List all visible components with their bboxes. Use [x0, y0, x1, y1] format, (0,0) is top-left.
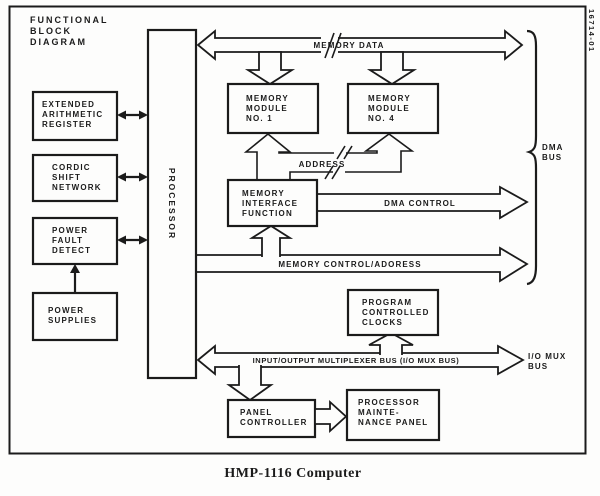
memory-data-branch-arrow-module4	[366, 51, 418, 86]
block-label-line: DETECT	[52, 246, 91, 255]
processor-box	[146, 28, 198, 380]
bus-break-slash	[331, 165, 341, 180]
dma-control-bus: DMA CONTROL	[316, 185, 529, 220]
power-supplies-block: POWER SUPPLIES	[31, 291, 119, 342]
cordic-processor-connector	[117, 172, 148, 182]
cordic-shift-network-block: CORDIC SHIFT NETWORK	[31, 153, 119, 203]
io-mux-bus-label-group: I/O MUX BUS	[528, 352, 566, 371]
panel-controller-block: PANEL CONTROLLER	[226, 398, 317, 439]
address-path-left	[243, 132, 334, 180]
bus-break-slash	[324, 165, 334, 180]
io-mux-branch-arrow-panel	[226, 365, 274, 402]
io-mux-bus-label-line: I/O MUX	[528, 352, 566, 361]
memory-data-label: MEMORY DATA	[314, 41, 385, 50]
block-label-line: PROCESSOR	[358, 398, 420, 407]
memory-control-address-bus: MEMORY CONTROL/ADORESS	[195, 224, 529, 283]
dma-bus-label-line: DMA	[542, 143, 564, 152]
block-label-line: REGISTER	[42, 120, 93, 129]
block-label-line: EXTENDED	[42, 100, 95, 109]
program-controlled-clocks-block: PROGRAM CONTROLLED CLOCKS	[346, 288, 440, 337]
dma-bus-label-line: BUS	[542, 153, 562, 162]
figure-number: 16714-01	[587, 9, 596, 53]
cordic-shift-network-box	[31, 153, 119, 203]
block-label-line: PANEL	[240, 408, 273, 417]
block-label-line: CLOCKS	[362, 318, 403, 327]
block-label-line: MAINTE-	[358, 408, 400, 417]
processor-maintenance-panel-block: PROCESSOR MAINTE- NANCE PANEL	[345, 388, 441, 442]
dma-bus-brace	[525, 29, 538, 286]
bus-break-slash	[324, 32, 335, 59]
figure-caption: HMP-1116 Computer	[224, 466, 361, 481]
ear-processor-connector	[117, 110, 148, 120]
panel-controller-box	[226, 398, 317, 439]
block-label-line: MEMORY	[246, 94, 289, 103]
block-label-line: NO. 4	[368, 114, 395, 123]
memory-control-address-label: MEMORY CONTROL/ADORESS	[278, 260, 421, 269]
power-supplies-to-pfd-connector	[70, 264, 80, 292]
io-mux-bus-label-line: BUS	[528, 362, 548, 371]
processor-block: PROCESSOR	[146, 28, 198, 380]
memory-control-branch-arrow-up	[248, 224, 294, 257]
dma-control-label: DMA CONTROL	[384, 199, 456, 208]
block-label-line: MEMORY	[368, 94, 411, 103]
block-label-line: MEMORY	[242, 189, 285, 198]
memory-data-branch-arrow-module1	[244, 51, 296, 86]
diagram-border	[8, 5, 587, 455]
address-bus: ADDRESS	[243, 132, 415, 180]
title-line: FUNCTIONAL	[30, 15, 109, 25]
block-label-line: POWER	[52, 226, 88, 235]
block-label-line: NANCE PANEL	[358, 418, 428, 427]
block-label-line: PROGRAM	[362, 298, 412, 307]
bus-break-slash	[336, 145, 346, 160]
title-block: FUNCTIONAL BLOCK DIAGRAM	[30, 15, 109, 47]
power-fault-detect-block: POWER FAULT DETECT	[31, 216, 119, 266]
block-label-line: INTERFACE	[242, 199, 298, 208]
block-label-line: CONTROLLER	[240, 418, 308, 427]
block-label-line: POWER	[48, 306, 84, 315]
pfd-processor-connector	[117, 235, 148, 245]
power-supplies-box	[31, 291, 119, 342]
address-path-lower	[289, 171, 333, 180]
title-line: BLOCK	[30, 26, 72, 36]
memory-data-bus: MEMORY DATA	[196, 29, 524, 61]
block-label-line: CORDIC	[52, 163, 91, 172]
bus-break-slash	[331, 32, 342, 59]
dma-control-arrow	[316, 185, 529, 220]
program-controlled-clocks-box	[346, 288, 440, 337]
title-line: DIAGRAM	[30, 37, 87, 47]
block-label-line: NO. 1	[246, 114, 273, 123]
address-label: ADDRESS	[299, 160, 346, 169]
bus-break-slash	[343, 145, 353, 160]
block-label-line: MODULE	[246, 104, 288, 113]
block-label-line: SUPPLIES	[48, 316, 97, 325]
block-label-line: FUNCTION	[242, 209, 293, 218]
io-mux-branch-arrow-clocks	[368, 331, 414, 355]
block-label-line: NETWORK	[52, 183, 102, 192]
panel-to-maintenance-arrow	[314, 399, 348, 434]
dma-bus-brace-group: DMA BUS	[525, 29, 564, 286]
block-label-line: SHIFT	[52, 173, 81, 182]
memory-module-4-box	[346, 82, 440, 135]
memory-module-4-block: MEMORY MODULE NO. 4	[346, 82, 440, 135]
extended-arithmetic-register-block: EXTENDED ARITHMETIC REGISTER	[31, 90, 119, 142]
block-label-line: FAULT	[52, 236, 83, 245]
memory-module-1-box	[226, 82, 320, 135]
processor-label: PROCESSOR	[167, 168, 177, 240]
block-label-line: CONTROLLED	[362, 308, 430, 317]
extended-arithmetic-register-box	[31, 90, 119, 142]
block-label-line: ARITHMETIC	[42, 110, 103, 119]
memory-interface-function-box	[226, 178, 319, 228]
address-path-right	[345, 133, 415, 173]
io-mux-label: INPUT/OUTPUT MULTIPLEXER BUS (I/O MUX BU…	[253, 356, 460, 365]
block-label-line: MODULE	[368, 104, 410, 113]
processor-maintenance-panel-box	[345, 388, 441, 442]
memory-module-1-block: MEMORY MODULE NO. 1	[226, 82, 320, 135]
io-mux-arrow	[196, 344, 525, 376]
memory-interface-function-block: MEMORY INTERFACE FUNCTION	[226, 178, 319, 228]
